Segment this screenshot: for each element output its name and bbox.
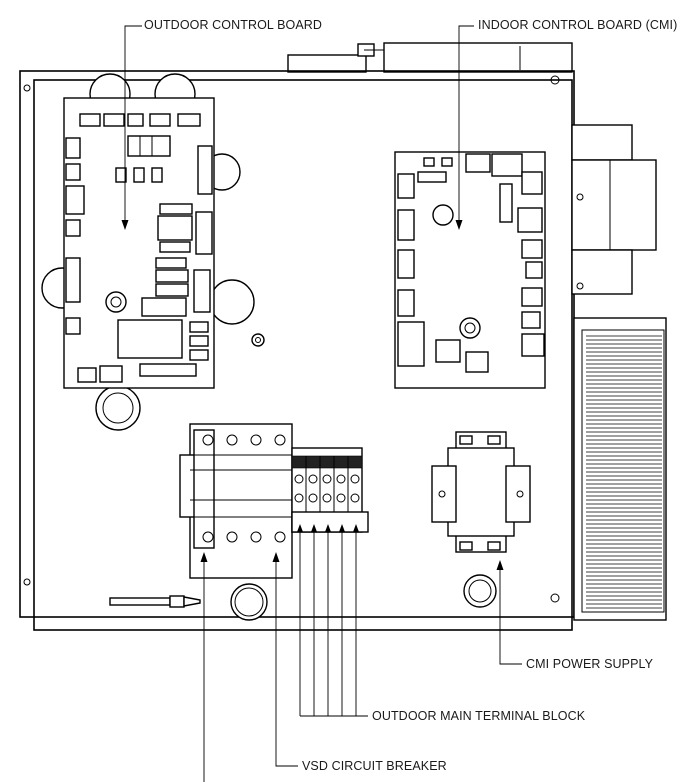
heat-sink (573, 317, 667, 621)
mounting-screw (251, 333, 265, 347)
top-bracket (287, 42, 573, 73)
callout-cmi-power-supply (496, 560, 522, 665)
transformer-bracket (571, 124, 657, 295)
callout-indoor-control-board (455, 25, 474, 230)
label-indoor-control-board: INDOOR CONTROL BOARD (CMI) (478, 18, 678, 32)
knockout-hole (230, 583, 268, 621)
label-outdoor-control-board: OUTDOOR CONTROL BOARD (144, 18, 323, 32)
temperature-sensor (109, 595, 201, 608)
outdoor-main-terminal-block (291, 447, 369, 533)
label-vsd-circuit-breaker: VSD CIRCUIT BREAKER (302, 759, 447, 773)
label-cmi-power-supply: CMI POWER SUPPLY (526, 657, 654, 671)
outdoor-control-board (41, 73, 255, 431)
vsd-circuit-breaker (179, 423, 293, 579)
callout-outdoor-control-board (121, 25, 142, 230)
callout-outdoor-main-terminal-block (297, 524, 368, 717)
cmi-power-supply (431, 431, 531, 553)
label-outdoor-main-terminal-block: OUTDOOR MAIN TERMINAL BLOCK (372, 709, 586, 723)
indoor-control-board (394, 151, 546, 389)
callout-vsd-circuit-breaker (200, 552, 298, 782)
